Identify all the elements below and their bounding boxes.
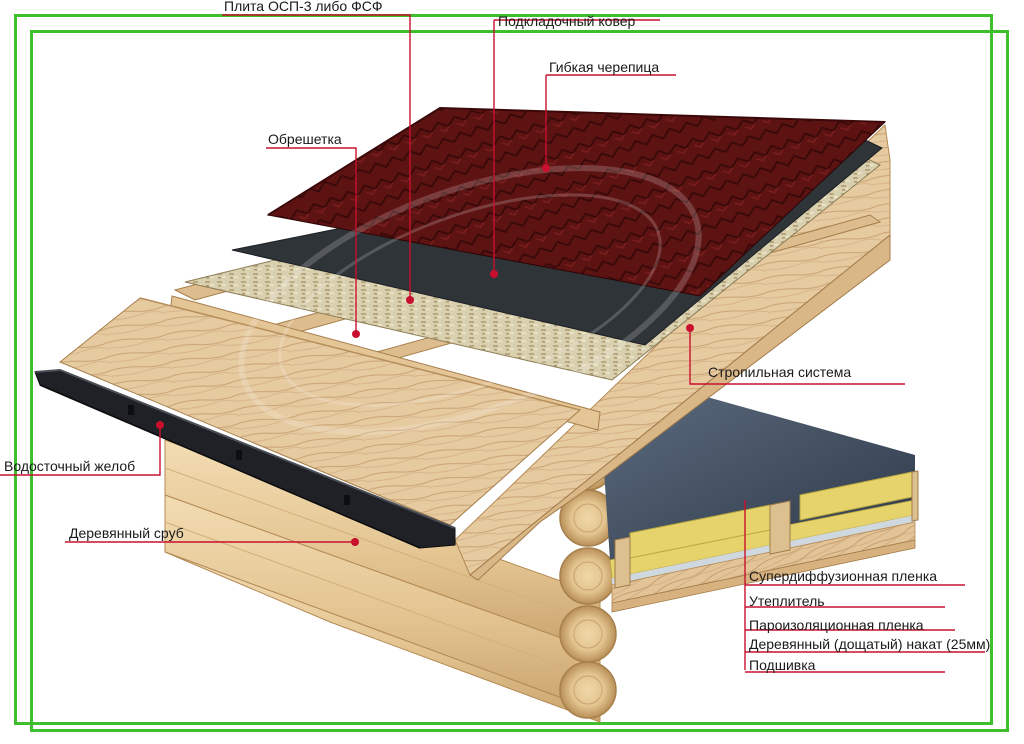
label-gutter: Водосточный желоб: [4, 458, 136, 474]
label-membrane: Супердиффузионная пленка: [749, 568, 938, 584]
gutter: [34, 368, 456, 549]
label-rafters: Стропильная система: [708, 364, 852, 380]
label-battens: Обрешетка: [268, 131, 342, 147]
watermark-logo: [238, 165, 702, 435]
eave-soffit: [59, 297, 582, 526]
leader-dots: [156, 164, 694, 546]
ceiling-section: [600, 395, 919, 613]
label-lining: Подшивка: [749, 657, 816, 673]
label-vapor-barrier: Пароизоляционная пленка: [749, 617, 924, 633]
label-board-deck: Деревянный (дощатый) накат (25мм): [749, 636, 991, 652]
outer-frame: [14, 14, 993, 725]
shingle-roof: [266, 106, 887, 297]
label-osb: Плита ОСП-3 либо ФСФ: [224, 0, 383, 14]
label-log-frame: Деревянный сруб: [69, 525, 184, 541]
leader-lines: [0, 14, 985, 673]
label-shingles: Гибкая черепица: [549, 59, 660, 75]
label-insulation: Утеплитель: [749, 593, 825, 609]
label-underlay: Подкладочный ковер: [498, 13, 636, 29]
log-wall: [164, 439, 601, 723]
inner-frame: [30, 30, 1009, 732]
